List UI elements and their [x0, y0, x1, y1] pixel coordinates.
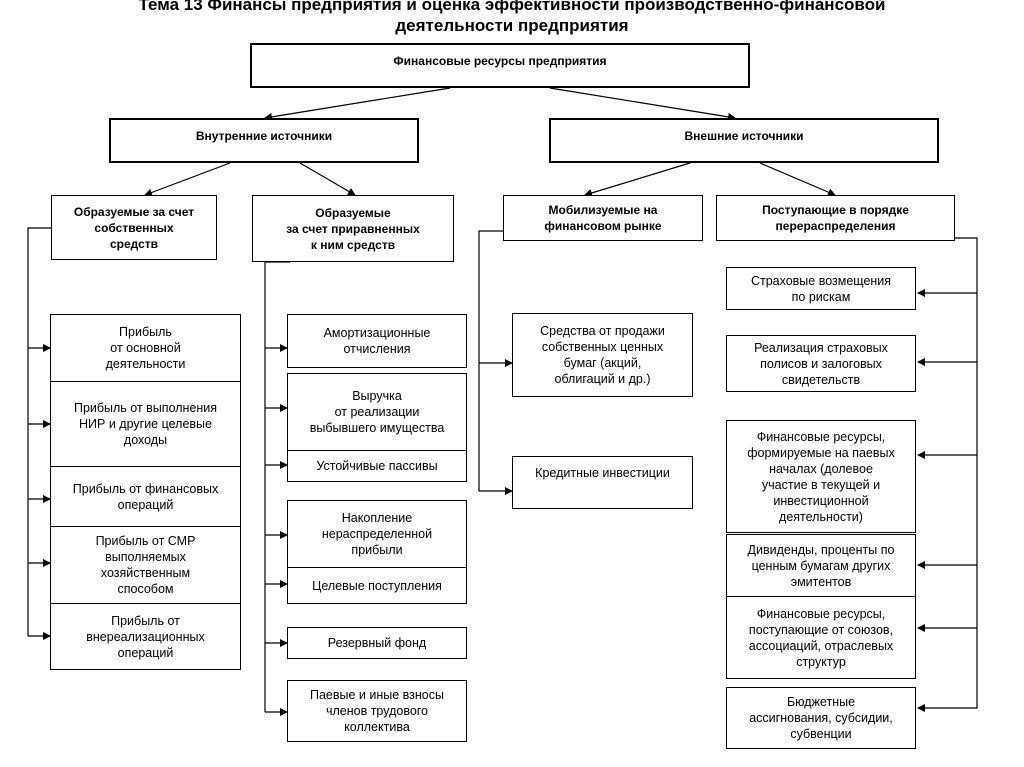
redist-item-association-resources: Финансовые ресурсы, поступающие от союзо… — [726, 596, 916, 679]
internal-sources-box: Внутренние источники — [109, 118, 419, 163]
financial-market-header: Мобилизуемые на финансовом рынке — [503, 195, 703, 241]
market-item-credit-investments: Кредитные инвестиции — [512, 456, 693, 509]
root-box: Финансовые ресурсы предприятия — [250, 43, 750, 88]
equiv-item-target-revenue: Целевые поступления — [287, 567, 467, 604]
own-item-nonoperating-profit: Прибыль от внереализационных операций — [50, 603, 241, 670]
external-sources-box: Внешние источники — [549, 118, 939, 163]
equiv-item-depreciation: Амортизационные отчисления — [287, 314, 467, 368]
own-item-research-profit: Прибыль от выполнения НИР и другие целев… — [50, 381, 241, 467]
equiv-item-stable-liabilities: Устойчивые пассивы — [287, 450, 467, 482]
equiv-item-member-contributions: Паевые и иные взносы членов трудового ко… — [287, 680, 467, 742]
redist-item-insurance-policies: Реализация страховых полисов и залоговых… — [726, 335, 916, 392]
own-item-main-profit: Прибыль от основной деятельности — [50, 314, 241, 382]
equiv-item-asset-sales: Выручка от реализации выбывшего имуществ… — [287, 373, 467, 451]
own-item-financial-profit: Прибыль от финансовых операций — [50, 466, 241, 527]
redistribution-header: Поступающие в порядке перераспределения — [716, 195, 955, 241]
own-funds-header: Образуемые за счет собственных средств — [51, 195, 217, 260]
equivalent-funds-header: Образуемые за счет приравненных к ним ср… — [252, 195, 454, 262]
redist-item-share-resources: Финансовые ресурсы, формируемые на паевы… — [726, 420, 916, 533]
redist-item-dividends: Дивиденды, проценты по ценным бумагам др… — [726, 534, 916, 597]
market-item-securities-sales: Средства от продажи собственных ценных б… — [512, 313, 693, 397]
redist-item-budget-allocations: Бюджетные ассигнования, субсидии, субвен… — [726, 687, 916, 749]
own-item-construction-profit: Прибыль от СМР выполняемых хозяйственным… — [50, 526, 241, 604]
page-title: Тема 13 Финансы предприятия и оценка эфф… — [138, 0, 886, 35]
redist-item-insurance-compensation: Страховые возмещения по рискам — [726, 267, 916, 310]
equiv-item-reserve-fund: Резервный фонд — [287, 627, 467, 659]
equiv-item-retained-earnings: Накопление нераспределенной прибыли — [287, 500, 467, 568]
